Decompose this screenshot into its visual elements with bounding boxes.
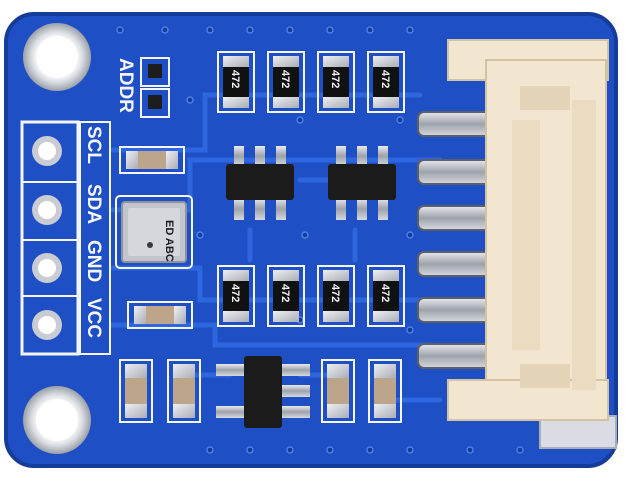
capacitor-bottom xyxy=(127,301,193,329)
resistor-marking-7: 472 xyxy=(329,284,341,302)
ic-right xyxy=(328,146,396,220)
resistor-marking-6: 472 xyxy=(279,284,291,302)
resistor-marking-5: 472 xyxy=(229,284,241,302)
sensor-chip xyxy=(115,195,193,269)
capacitor-top xyxy=(119,146,185,174)
addr-label: ADDR xyxy=(115,58,136,113)
resistor-marking-1: 472 xyxy=(229,70,241,88)
resistor-marking-4: 472 xyxy=(379,70,391,88)
resistor-marking-3: 472 xyxy=(329,70,341,88)
connector-housing xyxy=(447,39,617,449)
pcb-vias xyxy=(116,26,524,454)
pin-label-gnd: GND xyxy=(83,240,104,282)
sensor-marking: ED ABC xyxy=(163,220,175,262)
resistor-row-top xyxy=(217,51,405,113)
pin-label-vcc: VCC xyxy=(83,298,104,338)
voltage-regulator xyxy=(216,356,310,428)
pin-label-sda: SDA xyxy=(83,184,104,224)
pin-label-scl: SCL xyxy=(83,126,104,164)
header-pin-holes xyxy=(32,136,62,340)
resistor-marking-8: 472 xyxy=(379,284,391,302)
addr-jumper xyxy=(140,57,170,118)
capacitors-bottom-row xyxy=(119,359,402,423)
resistor-marking-2: 472 xyxy=(279,70,291,88)
ic-left xyxy=(226,146,294,220)
resistor-row-bottom xyxy=(217,265,405,327)
header-pin-block xyxy=(20,120,111,356)
